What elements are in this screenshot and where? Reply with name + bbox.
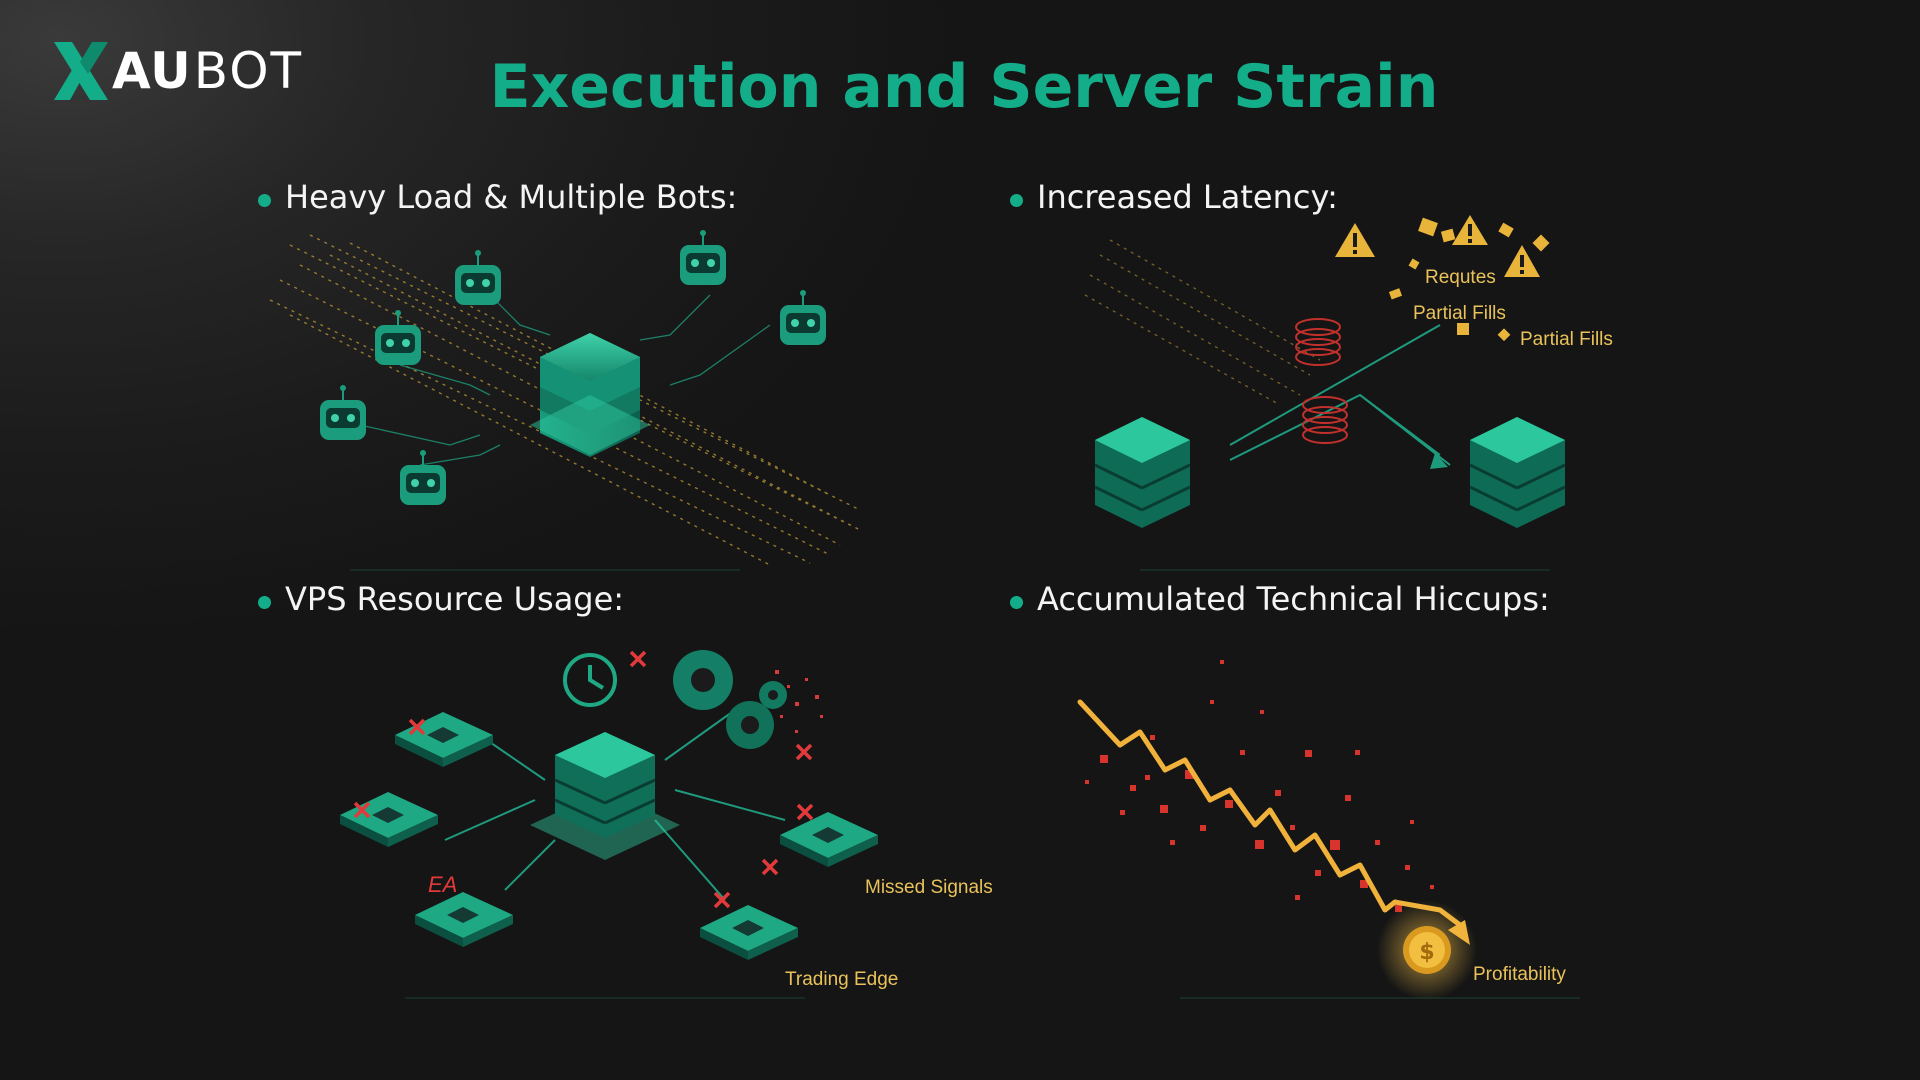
warning-icon <box>1335 223 1375 257</box>
section-title-text: Accumulated Technical Hiccups: <box>1037 580 1550 618</box>
label-partial-fills-2: Partial Fills <box>1520 329 1613 350</box>
svg-text:$: $ <box>1419 940 1434 965</box>
page-title: Execution and Server Strain <box>489 52 1439 122</box>
logo-text-au: AU <box>112 42 192 100</box>
trend-down-icon <box>1077 699 1463 928</box>
arrow-icon <box>1430 453 1448 469</box>
hiccups-illustration: $ Profitability <box>1077 660 1580 1000</box>
server-icon <box>1094 417 1191 528</box>
section-title-vps: VPS Resource Usage: <box>258 580 624 618</box>
error-x-icon <box>353 650 814 909</box>
label-requotes: Requtes <box>1425 267 1496 288</box>
label-profitability: Profitability <box>1473 964 1566 985</box>
section-title-latency: Increased Latency: <box>1010 178 1338 216</box>
gear-icon <box>673 650 787 749</box>
chip-icon <box>395 712 493 767</box>
red-particles <box>1085 660 1434 912</box>
robot-icon <box>320 385 366 440</box>
robot-icon <box>400 450 446 505</box>
x-logo-icon <box>54 42 108 100</box>
bullet-dot <box>258 595 271 609</box>
server-icon <box>530 333 650 457</box>
robot-icon <box>455 250 501 305</box>
connection-lines <box>444 709 786 901</box>
clock-icon <box>563 653 617 707</box>
latency-illustration: Requtes Partial Fills Partial Fills <box>1084 215 1613 571</box>
logo-text-bot: BOT <box>193 42 304 100</box>
data-stream <box>1084 239 1321 406</box>
warning-icon <box>1452 215 1488 245</box>
label-partial-fills-1: Partial Fills <box>1413 303 1506 324</box>
chip-icon <box>700 905 798 960</box>
robot-icon <box>375 310 421 365</box>
bullet-dot <box>258 193 271 207</box>
section-title-text: VPS Resource Usage: <box>285 580 625 618</box>
server-icon <box>1469 417 1566 528</box>
server-icon <box>530 732 680 860</box>
warning-icon <box>1504 245 1540 277</box>
section-title-hiccups: Accumulated Technical Hiccups: <box>1010 580 1550 618</box>
vps-illustration: EA Missed Signals Trading Edge <box>340 650 993 999</box>
robot-icon <box>780 290 826 345</box>
section-title-text: Heavy Load & Multiple Bots: <box>285 178 738 216</box>
label-trading-edge: Trading Edge <box>785 969 898 990</box>
heavy-load-illustration <box>269 230 861 571</box>
label-ea: EA <box>428 872 457 897</box>
chip-icon <box>780 812 878 867</box>
latency-rings <box>1295 318 1348 444</box>
chip-icon <box>340 792 438 847</box>
bullet-dot <box>1010 595 1023 609</box>
red-particles <box>775 670 823 733</box>
section-title-text: Increased Latency: <box>1037 178 1338 216</box>
robot-icon <box>680 230 726 285</box>
section-title-heavy-load: Heavy Load & Multiple Bots: <box>258 178 737 216</box>
coin-icon: $ <box>1377 900 1477 1000</box>
bullet-dot <box>1010 193 1023 207</box>
chip-icon <box>415 892 513 947</box>
label-missed-signals: Missed Signals <box>865 877 993 898</box>
